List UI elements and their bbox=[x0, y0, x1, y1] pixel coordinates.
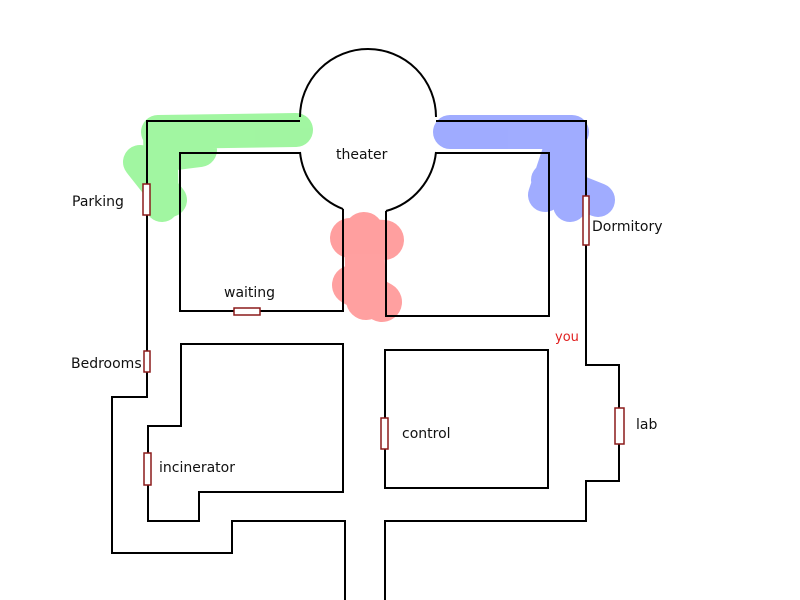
inner-right-wall bbox=[385, 152, 550, 317]
lab-door bbox=[614, 407, 625, 445]
you-marker-label: you bbox=[555, 330, 579, 345]
parking-corridor-highlight bbox=[123, 113, 313, 222]
room-labels: theater Parking Dormitory waiting you Be… bbox=[71, 147, 662, 476]
dormitory-door bbox=[582, 195, 590, 246]
dormitory-corridor-highlight bbox=[433, 115, 615, 222]
bedrooms-label: Bedrooms bbox=[71, 356, 142, 372]
parking-door bbox=[142, 183, 151, 216]
incinerator-room-wall bbox=[147, 343, 344, 522]
theater-entrance-highlight bbox=[330, 212, 404, 322]
incinerator-label: incinerator bbox=[159, 460, 235, 476]
inner-left-wall bbox=[179, 152, 344, 312]
parking-label: Parking bbox=[72, 194, 124, 210]
waiting-label: waiting bbox=[224, 285, 275, 301]
lab-label: lab bbox=[636, 417, 657, 433]
incinerator-door bbox=[143, 452, 152, 486]
bedrooms-door bbox=[143, 350, 151, 373]
control-room-wall bbox=[384, 349, 549, 489]
doors bbox=[142, 183, 625, 486]
dormitory-label: Dormitory bbox=[592, 219, 662, 235]
waiting-door bbox=[233, 307, 261, 316]
theater-wall bbox=[299, 48, 437, 212]
control-door bbox=[380, 417, 389, 450]
control-label: control bbox=[402, 426, 451, 442]
highlight-zones bbox=[123, 113, 615, 322]
theater-label: theater bbox=[336, 147, 388, 163]
